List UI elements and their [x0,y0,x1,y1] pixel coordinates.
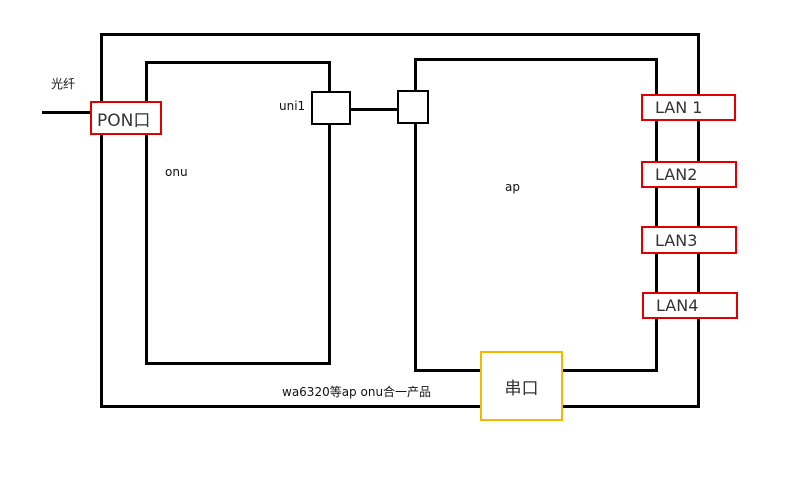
product-label: wa6320等ap onu合一产品 [282,385,432,399]
uni1-ap-connection-line [351,108,398,111]
lan-port-3: LAN3 [641,226,737,254]
uni1-label: uni1 [279,99,306,113]
uni1-port [311,91,351,125]
ap-uplink-port [397,90,429,124]
lan-port-4: LAN4 [642,292,738,319]
product-enclosure [100,33,700,408]
fiber-label: 光纤 [51,77,76,91]
ap-label: ap [505,180,520,194]
pon-port: PON口 [90,101,162,135]
serial-port: 串口 [480,351,563,421]
lan-port-2: LAN2 [641,161,737,188]
lan-port-1: LAN 1 [641,94,736,121]
ap-module [414,58,658,372]
onu-module [145,61,331,365]
fiber-line [42,111,94,114]
onu-label: onu [165,165,188,179]
